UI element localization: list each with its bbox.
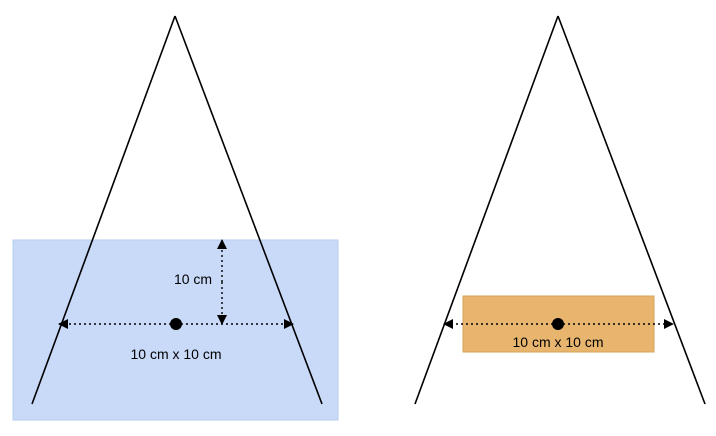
left-triangle-right-side xyxy=(174,15,323,405)
left-triangle xyxy=(31,15,323,405)
right-triangle-left-side xyxy=(414,15,559,405)
left-size-label: 10 cm x 10 cm xyxy=(130,346,221,362)
right-size-label: 10 cm x 10 cm xyxy=(512,334,603,350)
left-center-point xyxy=(170,318,182,330)
left-triangle-left-side xyxy=(31,15,176,405)
right-triangle xyxy=(414,15,706,405)
right-triangle-right-side xyxy=(557,15,706,405)
left-water-region xyxy=(12,239,339,421)
left-vertical-label: 10 cm xyxy=(174,271,212,287)
left-panel: 10 cm 10 cm x 10 cm xyxy=(12,15,339,421)
right-center-point xyxy=(552,318,564,330)
right-panel: 10 cm x 10 cm xyxy=(414,15,706,405)
